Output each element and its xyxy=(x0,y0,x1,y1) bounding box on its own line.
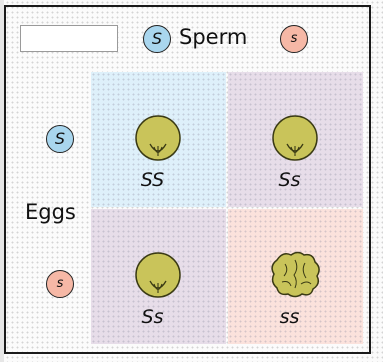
eggs-label: Eggs xyxy=(25,200,76,224)
round-pea-icon xyxy=(271,114,319,162)
genotype-label: Ss xyxy=(222,169,357,191)
round-pea-icon xyxy=(134,251,182,299)
cell-top-right: Ss xyxy=(228,72,363,207)
round-pea-icon xyxy=(134,114,182,162)
cell-bottom-right: ss xyxy=(228,209,363,344)
egg-allele-recessive: s xyxy=(46,270,74,298)
sperm-allele-recessive: s xyxy=(280,25,308,53)
egg-allele-dominant: S xyxy=(46,125,74,153)
sperm-allele-dominant: S xyxy=(143,25,171,53)
genotype-label: Ss xyxy=(85,306,220,328)
cell-top-left: SS xyxy=(91,72,226,207)
cell-bottom-left: Ss xyxy=(91,209,226,344)
punnett-grid: SS Ss Ss xyxy=(91,72,363,344)
genotype-label: SS xyxy=(85,169,220,191)
wrinkled-pea-icon xyxy=(267,248,323,300)
sperm-label: Sperm xyxy=(179,25,247,49)
genotype-label: ss xyxy=(222,306,357,328)
blank-label-box xyxy=(20,25,118,52)
